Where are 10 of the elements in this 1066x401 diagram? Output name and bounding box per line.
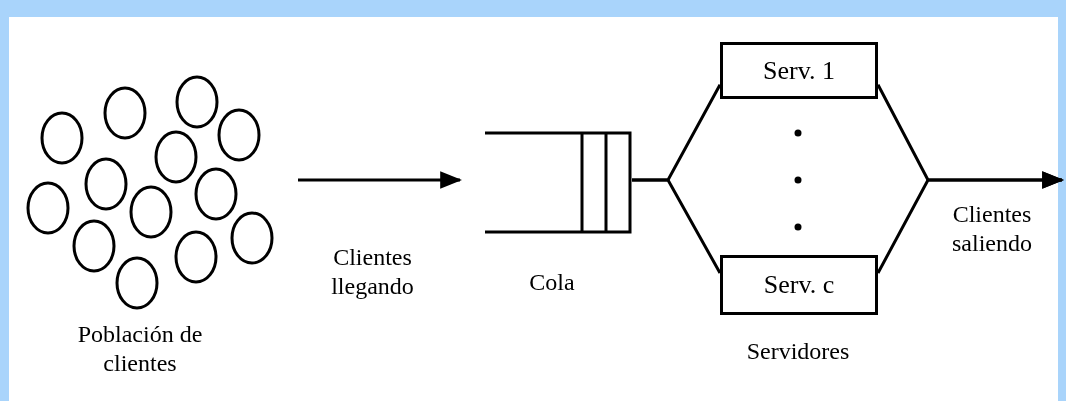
edge-label: Clientes llegando	[330, 243, 415, 301]
server-box: Serv. 1	[720, 42, 878, 99]
connector-arrow	[298, 171, 463, 189]
edge-label: Clientes saliendo	[951, 200, 1033, 258]
connector-line	[632, 178, 722, 274]
server-box: Serv. c	[720, 255, 878, 315]
queue-label: Cola	[528, 268, 576, 297]
group-label: Servidores	[745, 337, 851, 366]
connector-arrow	[876, 171, 1065, 274]
population-label: Población de clientes	[76, 320, 204, 378]
